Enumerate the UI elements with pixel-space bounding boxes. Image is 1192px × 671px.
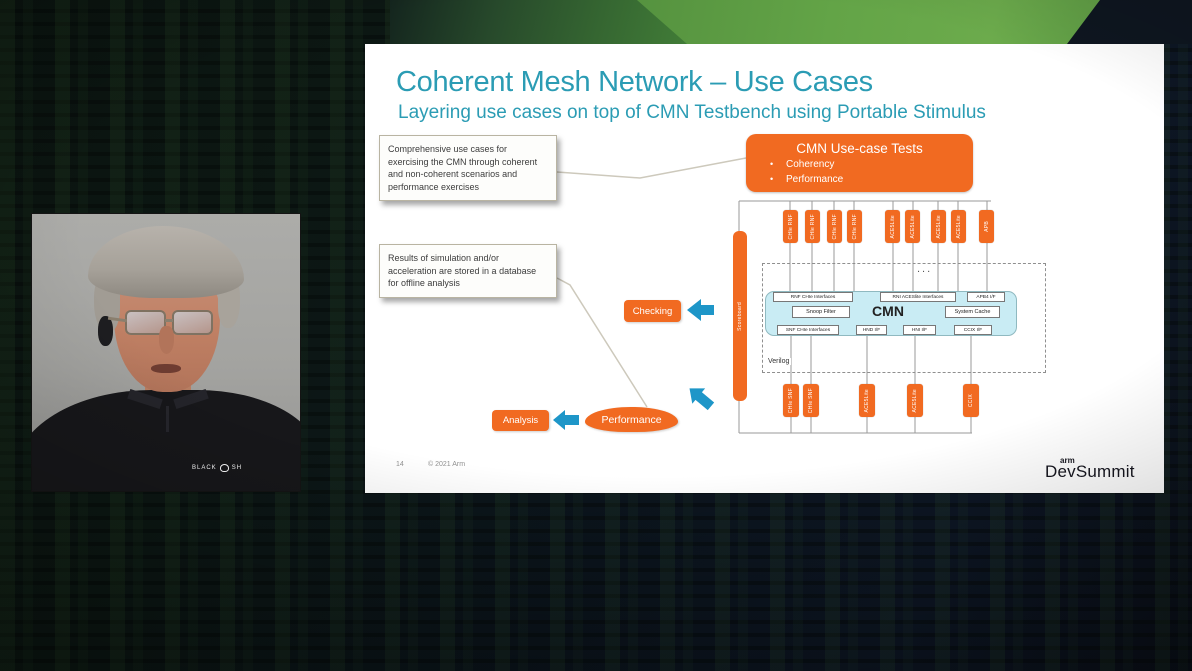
glasses-bridge [165, 319, 173, 322]
agent-top: ACE5Lite [951, 210, 966, 243]
slide-page-number: 14 [396, 461, 404, 468]
headset-earpiece [98, 316, 113, 346]
slide: Coherent Mesh Network – Use Cases Layeri… [365, 44, 1164, 493]
cmn-port: SNF CHIe Interfaces [777, 325, 839, 335]
slide-subtitle: Layering use cases on top of CMN Testben… [398, 102, 986, 123]
cmn-block-snoop-filter: Snoop Filter [792, 306, 850, 318]
top-green-banner [390, 0, 1192, 44]
shirt-logo-text-left: BLACK [192, 465, 217, 471]
presenter-mouth [151, 364, 181, 373]
checking-node: Checking [624, 300, 681, 322]
agent-top: CHIe RNF [805, 210, 820, 243]
scoreboard-bar: Scoreboard [733, 231, 747, 401]
cmn-port: HNI I/F [903, 325, 936, 335]
cmn-port: HND I/F [856, 325, 887, 335]
cmn-port: RNF CHIe Interfaces [773, 292, 853, 302]
banner-navy-cut [1067, 0, 1192, 44]
agent-top: CHIe RNF [783, 210, 798, 243]
arm-logo-text: arm [1060, 456, 1075, 465]
webcam-video: BLACK SH [31, 213, 301, 492]
callout-results: Results of simulation and/or acceleratio… [379, 244, 557, 298]
cmn-port: APB4 I/F [967, 292, 1005, 302]
presenter-hair [88, 226, 244, 298]
arrow-left-analysis-icon [553, 410, 579, 430]
agent-bottom: CCIX [963, 384, 979, 417]
agent-bottom: ACE5Lite [907, 384, 923, 417]
scoreboard-label: Scoreboard [737, 301, 743, 331]
verilog-label: Verilog [766, 358, 792, 365]
usecase-bullet-list: Coherency Performance [746, 158, 973, 187]
arrow-down-left-icon [689, 388, 715, 411]
cmn-block-label: CMN [872, 303, 904, 319]
agent-bottom: CHIe SNF [783, 384, 799, 417]
arm-devsummit-logo: arm DevSummit [1045, 456, 1135, 482]
cmn-port: CCIX I/F [954, 325, 992, 335]
performance-node: Performance [585, 407, 678, 432]
analysis-node: Analysis [492, 410, 549, 431]
devsummit-logo-text: DevSummit [1045, 462, 1135, 481]
slide-copyright: © 2021 Arm [428, 461, 466, 468]
agent-top: APB [979, 210, 994, 243]
usecase-bullet: Performance [746, 173, 973, 188]
callout-use-cases: Comprehensive use cases for exercising t… [379, 135, 557, 202]
agent-top: ACE5Lite [905, 210, 920, 243]
verilog-boundary [762, 263, 1046, 373]
more-interfaces-ellipsis: ... [917, 263, 933, 275]
usecase-bullet: Coherency [746, 158, 973, 173]
presenter-nose [159, 326, 174, 354]
agent-top: ACE5Lite [885, 210, 900, 243]
agent-top: ACE5Lite [931, 210, 946, 243]
cmn-usecase-tests-box: CMN Use-case Tests Coherency Performance [746, 134, 973, 192]
sheep-emblem-icon [219, 464, 229, 472]
slide-title: Coherent Mesh Network – Use Cases [396, 66, 873, 98]
agent-top: CHIe RNF [847, 210, 862, 243]
usecase-box-title: CMN Use-case Tests [796, 141, 923, 156]
arrow-left-checking-icon [687, 299, 714, 321]
presenter-shirt-placket [166, 406, 169, 432]
cmn-block-system-cache: System Cache [945, 306, 1000, 318]
cmn-port: RNI ACESlite Interfaces [880, 292, 956, 302]
shirt-logo: BLACK SH [192, 464, 242, 472]
agent-top: CHIe RNF [827, 210, 842, 243]
agent-bottom: CHIe SNF [803, 384, 819, 417]
shirt-logo-text-right: SH [231, 465, 243, 471]
banner-dark-chevron [390, 0, 687, 44]
agent-bottom: ACE5Lite [859, 384, 875, 417]
glasses-lens [172, 310, 213, 335]
